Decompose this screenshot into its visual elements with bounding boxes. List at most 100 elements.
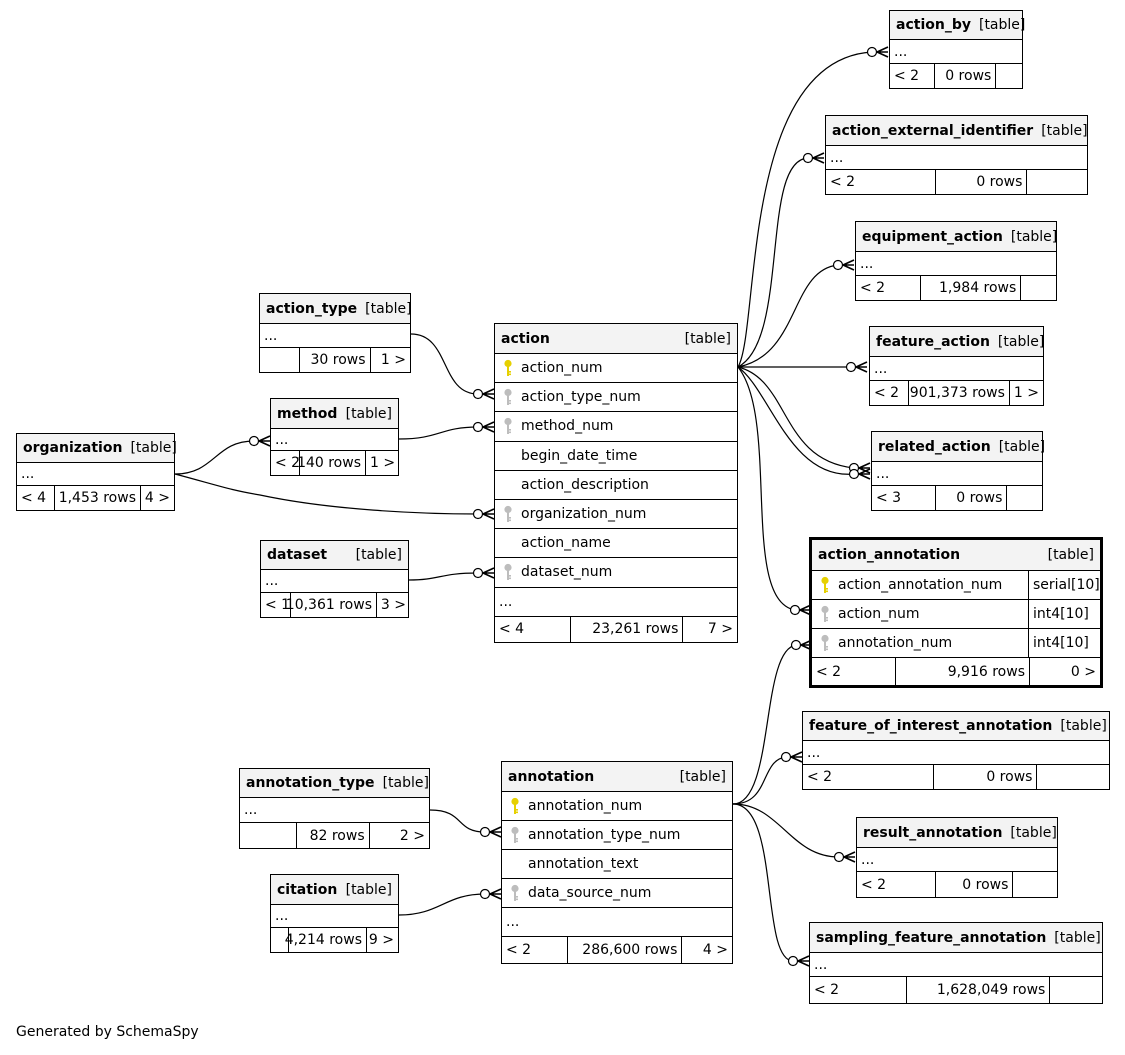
column-name: ... <box>870 357 1043 380</box>
many-cardinality-marker <box>812 152 825 164</box>
table-name[interactable]: result_annotation <box>863 824 1003 841</box>
column-name-text: annotation_num <box>528 798 643 814</box>
table-action-annotation[interactable]: action_annotation[table] action_annotati… <box>809 537 1103 688</box>
relationship-dataset-to-action <box>408 567 495 581</box>
row-count: 901,373 rows <box>909 381 1010 405</box>
column-name-text: ... <box>876 465 890 482</box>
optional-cardinality-marker <box>472 388 484 400</box>
many-cardinality-marker <box>797 955 810 967</box>
table-name[interactable]: equipment_action <box>862 228 1003 245</box>
table-header: action_external_identifier [table] <box>826 116 1088 146</box>
relationship-action-to-equipment_action <box>737 259 855 368</box>
parents-count: < 3 <box>872 486 937 510</box>
optional-cardinality-marker <box>248 435 260 447</box>
relationship-action-to-action_by <box>737 46 889 368</box>
table-name[interactable]: annotation_type <box>246 775 375 791</box>
table-name[interactable]: feature_of_interest_annotation <box>809 718 1053 734</box>
foreign-key-icon <box>504 564 512 581</box>
column-row: annotation_type_num <box>502 821 732 850</box>
row-count: 0 rows <box>936 486 1008 510</box>
row-count: 0 rows <box>936 170 1028 194</box>
table-kind: [table] <box>1054 929 1101 946</box>
table-name[interactable]: action <box>501 330 550 347</box>
column-name: method_num <box>495 412 737 440</box>
parents-count <box>260 348 300 372</box>
table-feature-of-interest-annotation[interactable]: feature_of_interest_annotation[table]...… <box>802 711 1110 790</box>
column-name: ... <box>17 463 174 485</box>
table-name[interactable]: action_annotation <box>818 547 961 563</box>
relationship-action-to-related_action <box>737 366 871 474</box>
children-count: 9 > <box>368 932 394 948</box>
column-name-text: ... <box>21 466 35 482</box>
table-kind: [table] <box>1041 122 1088 139</box>
optional-cardinality-marker <box>802 152 814 164</box>
optional-cardinality-marker <box>866 46 878 58</box>
relationship-annotation-to-feature_of_interest_annotation <box>732 751 803 805</box>
row-count: 9,916 rows <box>896 658 1030 685</box>
more-columns-row: ... <box>240 798 429 823</box>
column-name-text: method_num <box>521 418 614 435</box>
table-kind: [table] <box>365 300 412 317</box>
column-name: action_name <box>495 529 737 557</box>
relationship-line <box>398 893 486 916</box>
optional-cardinality-marker <box>780 751 792 763</box>
table-name[interactable]: sampling_feature_annotation <box>816 929 1047 946</box>
table-kind: [table] <box>355 547 402 563</box>
table-name[interactable]: annotation <box>508 768 595 785</box>
relationship-annotation_type-to-annotation <box>429 809 502 838</box>
table-name[interactable]: citation <box>277 881 338 898</box>
table-annotation[interactable]: annotation[table] annotation_num annotat… <box>501 761 733 964</box>
table-name[interactable]: action_type <box>266 300 358 317</box>
children-count: 1 > <box>1013 385 1039 401</box>
table-header: method[table] <box>271 399 398 429</box>
relationship-line <box>408 572 479 581</box>
table-kind: [table] <box>1060 718 1107 734</box>
column-type: serial[10] <box>1028 571 1100 599</box>
children-count: 3 > <box>380 597 406 613</box>
relationship-action_type-to-action <box>410 333 495 400</box>
table-name[interactable]: related_action <box>878 438 991 455</box>
row-count: 10,361 rows <box>286 593 377 617</box>
table-name[interactable]: action_by <box>896 17 971 33</box>
more-columns-row: ... <box>870 357 1043 381</box>
relationship-line <box>732 644 797 805</box>
many-cardinality-marker <box>855 361 868 373</box>
column-row: action_name <box>495 529 737 559</box>
children-count: 0 > <box>1070 663 1096 680</box>
table-action[interactable]: action[table] action_num action_type_num… <box>494 323 738 643</box>
column-name: ... <box>502 908 732 936</box>
table-header: citation [table] <box>271 875 398 905</box>
table-name[interactable]: dataset <box>267 547 328 563</box>
column-row: action_num <box>495 354 737 384</box>
table-kind: [table] <box>345 881 392 898</box>
table-name[interactable]: method <box>277 405 338 422</box>
table-name[interactable]: feature_action <box>876 333 990 350</box>
column-name: ... <box>271 905 398 927</box>
table-sampling-feature-annotation[interactable]: sampling_feature_annotation[table]...< 2… <box>809 922 1103 1004</box>
optional-cardinality-marker <box>832 259 844 271</box>
many-cardinality-marker <box>258 435 271 447</box>
column-row: action_type_num <box>495 383 737 413</box>
column-name: ... <box>890 40 1022 63</box>
table-name[interactable]: organization <box>23 440 123 456</box>
column-type: int4[10] <box>1028 600 1100 628</box>
table-name[interactable]: action_external_identifier <box>832 122 1034 139</box>
column-name-text: ... <box>275 431 289 448</box>
many-cardinality-marker <box>482 388 495 400</box>
